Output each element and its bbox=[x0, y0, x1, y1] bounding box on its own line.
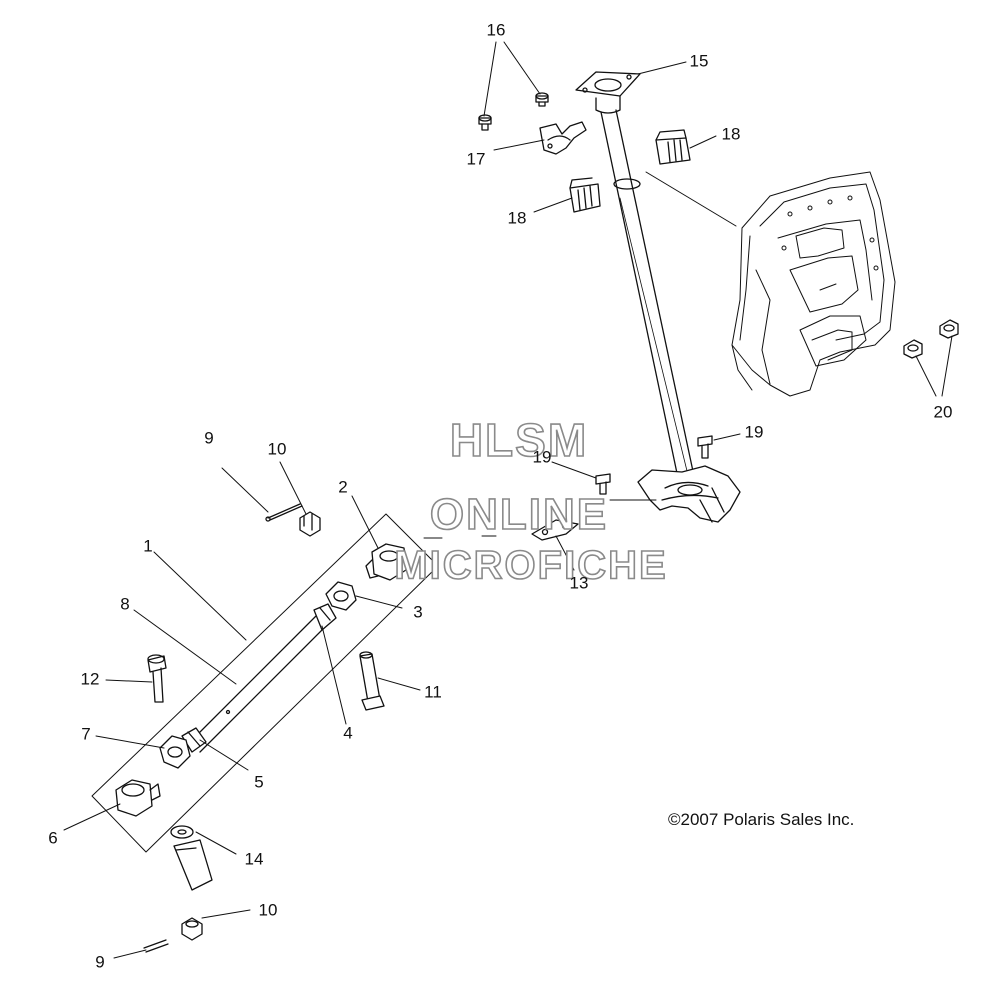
copyright-notice: ©2007 Polaris Sales Inc. bbox=[668, 810, 855, 829]
leader-lines bbox=[63, 41, 953, 959]
callout-11: 11 bbox=[424, 682, 442, 702]
callout-4: 4 bbox=[343, 723, 353, 743]
callout-16: 16 bbox=[486, 20, 506, 40]
vehicle-frame-outline bbox=[731, 171, 896, 397]
boot-14 bbox=[173, 839, 213, 891]
callout-10-top: 10 bbox=[267, 439, 287, 459]
screw-16-b bbox=[535, 92, 549, 107]
clamp-17 bbox=[539, 121, 587, 155]
washer-14 bbox=[170, 825, 194, 839]
bushing-18-upper bbox=[655, 129, 691, 165]
callout-14: 14 bbox=[244, 849, 264, 869]
callout-9-bottom: 9 bbox=[95, 952, 105, 972]
callout-17: 17 bbox=[466, 149, 486, 169]
ball-joint-2 bbox=[365, 543, 407, 581]
nut-20-b bbox=[939, 319, 959, 339]
callout-12: 12 bbox=[80, 669, 100, 689]
rod-end-3 bbox=[325, 581, 357, 611]
callout-18-upper: 18 bbox=[721, 124, 741, 144]
callout-8: 8 bbox=[120, 594, 130, 614]
callout-2: 2 bbox=[338, 477, 348, 497]
castle-nut-10-bottom bbox=[181, 917, 203, 941]
bolt-19-left bbox=[595, 473, 611, 495]
watermark-line-1: HLSM bbox=[449, 413, 589, 467]
callout-10-bottom: 10 bbox=[258, 900, 278, 920]
callout-13: 13 bbox=[569, 573, 589, 593]
plate-13 bbox=[531, 519, 579, 541]
rod-end-7 bbox=[159, 735, 191, 769]
watermark-line-2: ONLINE bbox=[429, 489, 609, 540]
callout-9-top: 9 bbox=[204, 428, 214, 448]
bolt-11 bbox=[359, 651, 385, 711]
bushing-18-lower bbox=[569, 177, 601, 213]
screw-16-a bbox=[478, 114, 492, 131]
callout-15: 15 bbox=[689, 51, 709, 71]
bolt-12 bbox=[147, 654, 167, 703]
nut-20-a bbox=[903, 339, 923, 359]
callout-1: 1 bbox=[143, 536, 153, 556]
ball-joint-6 bbox=[115, 779, 161, 817]
tie-rod-assembly-box bbox=[91, 513, 439, 853]
callout-7: 7 bbox=[81, 724, 91, 744]
cotter-pin-9-top bbox=[265, 503, 303, 522]
callout-5: 5 bbox=[254, 772, 264, 792]
watermark-line-3: MICROFICHE bbox=[394, 543, 668, 589]
steering-column bbox=[575, 71, 741, 523]
callout-3: 3 bbox=[413, 602, 423, 622]
callout-20: 20 bbox=[933, 402, 953, 422]
callout-18-lower: 18 bbox=[507, 208, 527, 228]
tie-rod bbox=[181, 603, 337, 753]
cotter-pin-9-bottom bbox=[143, 939, 169, 953]
callout-19-right: 19 bbox=[744, 422, 764, 442]
bolt-19-right bbox=[697, 435, 713, 459]
castle-nut-10-top bbox=[299, 511, 321, 537]
callout-6: 6 bbox=[48, 828, 58, 848]
callout-19-left: 19 bbox=[532, 447, 552, 467]
